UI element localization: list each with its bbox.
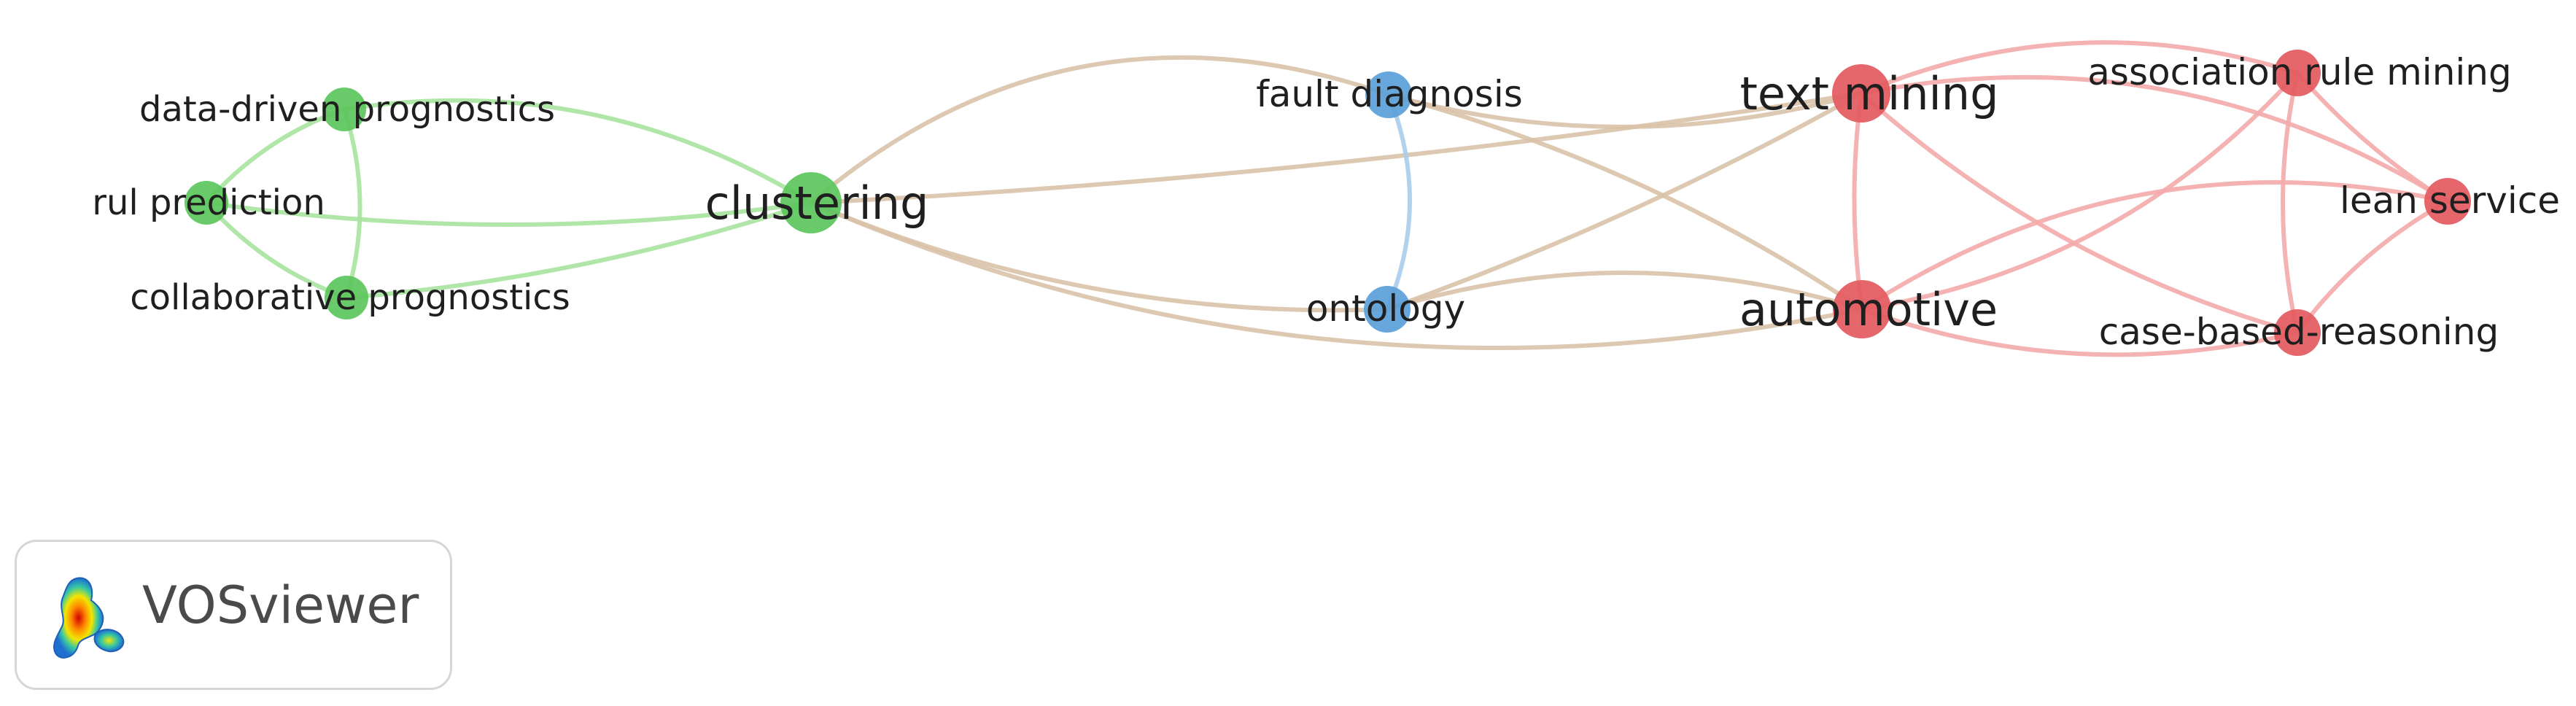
node-case-based-reasoning[interactable]: [2274, 309, 2321, 356]
edge-text-mining-association-rule-mining: [1859, 40, 2300, 96]
edge-rul-prediction-clustering: [204, 201, 813, 227]
node-label-fault-diagnosis: fault diagnosis: [1256, 73, 1523, 115]
edge-fault-diagnosis-automotive: [1386, 93, 1864, 311]
node-label-clustering: clustering: [705, 176, 929, 230]
labels-layer: data-driven prognostics rul prediction col…: [92, 51, 2560, 353]
edge-association-rule-mining-case-based-reasoning: [2281, 71, 2300, 335]
node-collaborative-prognostics[interactable]: [325, 276, 368, 319]
nodes-layer: [185, 50, 2471, 356]
node-label-automotive: automotive: [1739, 283, 1998, 336]
edge-clustering-fault-diagnosis: [809, 55, 1391, 205]
node-lean-service[interactable]: [2424, 178, 2471, 225]
edge-text-mining-lean-service: [1859, 74, 2450, 203]
node-automotive[interactable]: [1833, 280, 1891, 338]
node-ontology[interactable]: [1364, 286, 1411, 333]
node-association-rule-mining[interactable]: [2274, 50, 2321, 96]
edge-fault-diagnosis-ontology: [1385, 93, 1412, 311]
node-label-text-mining: text mining: [1740, 67, 1999, 120]
edge-clustering-automotive: [809, 201, 1864, 351]
edge-ontology-text-mining: [1385, 91, 1863, 311]
edge-automotive-lean-service: [1860, 180, 2450, 311]
node-fault-diagnosis[interactable]: [1365, 71, 1412, 118]
vosviewer-density-icon: [53, 577, 125, 659]
node-label-case-based-reasoning: case-based-reasoning: [2099, 311, 2499, 353]
edge-collaborative-prognostics-clustering: [344, 201, 813, 300]
edge-association-rule-mining-lean-service: [2295, 71, 2450, 203]
vosviewer-logo: VOSviewer: [15, 540, 452, 690]
edge-ontology-automotive: [1385, 271, 1864, 311]
edge-automotive-association-rule-mining: [1860, 71, 2300, 311]
edge-fault-diagnosis-text-mining: [1386, 91, 1863, 129]
edge-text-mining-automotive: [1852, 91, 1864, 311]
node-clustering[interactable]: [780, 172, 842, 233]
node-text-mining[interactable]: [1832, 64, 1890, 123]
edge-text-mining-case-based-reasoning: [1859, 91, 2300, 335]
node-rul-prediction[interactable]: [185, 181, 228, 225]
edge-lean-service-case-based-reasoning: [2295, 199, 2450, 335]
node-label-collaborative-prognostics: collaborative prognostics: [130, 277, 570, 318]
node-label-rul-prediction: rul prediction: [92, 182, 325, 223]
edge-data-driven-prognostics-clustering: [342, 98, 813, 205]
vosviewer-logo-text: VOSviewer: [142, 575, 419, 635]
edge-clustering-text-mining: [809, 91, 1863, 205]
node-label-association-rule-mining: association rule mining: [2087, 51, 2511, 93]
node-label-data-driven-prognostics: data-driven prognostics: [139, 89, 555, 130]
node-label-ontology: ontology: [1306, 287, 1465, 330]
edge-data-driven-prognostics-collaborative-prognostics: [342, 107, 362, 300]
edge-automotive-case-based-reasoning: [1860, 307, 2300, 357]
node-data-driven-prognostics[interactable]: [322, 88, 366, 131]
node-label-lean-service: lean service: [2340, 179, 2560, 222]
edges-layer: [204, 40, 2450, 357]
